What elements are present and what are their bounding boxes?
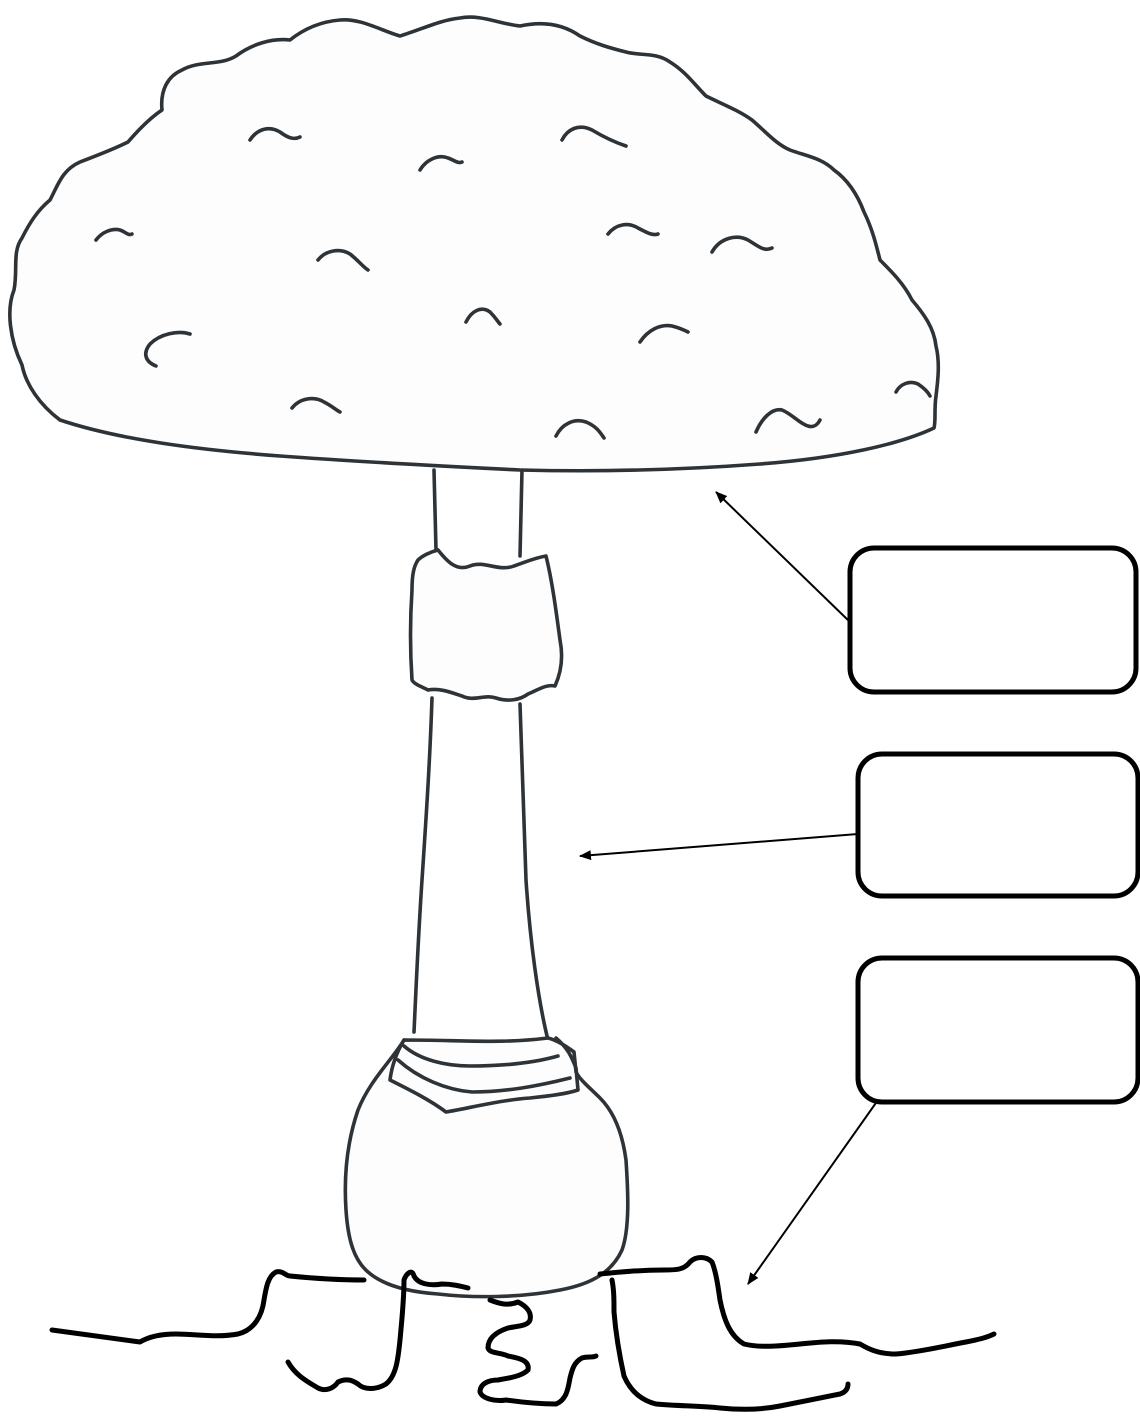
volva-bulb: [343, 1036, 630, 1299]
mushroom-cap: [8, 15, 941, 473]
stem-ring: [408, 548, 564, 702]
label-box-base[interactable]: [855, 955, 1140, 1105]
stem-lower: [412, 696, 550, 1042]
label-box-cap[interactable]: [847, 545, 1139, 695]
cap-spots: [94, 125, 932, 440]
volva-collar: [388, 1036, 580, 1114]
stem-arrow: [579, 833, 859, 861]
label-box-stem[interactable]: [855, 751, 1140, 899]
cap-arrow: [715, 491, 851, 623]
soil-ground: [49, 1255, 997, 1412]
stem-upper: [432, 468, 524, 558]
base-arrow: [747, 1099, 879, 1285]
